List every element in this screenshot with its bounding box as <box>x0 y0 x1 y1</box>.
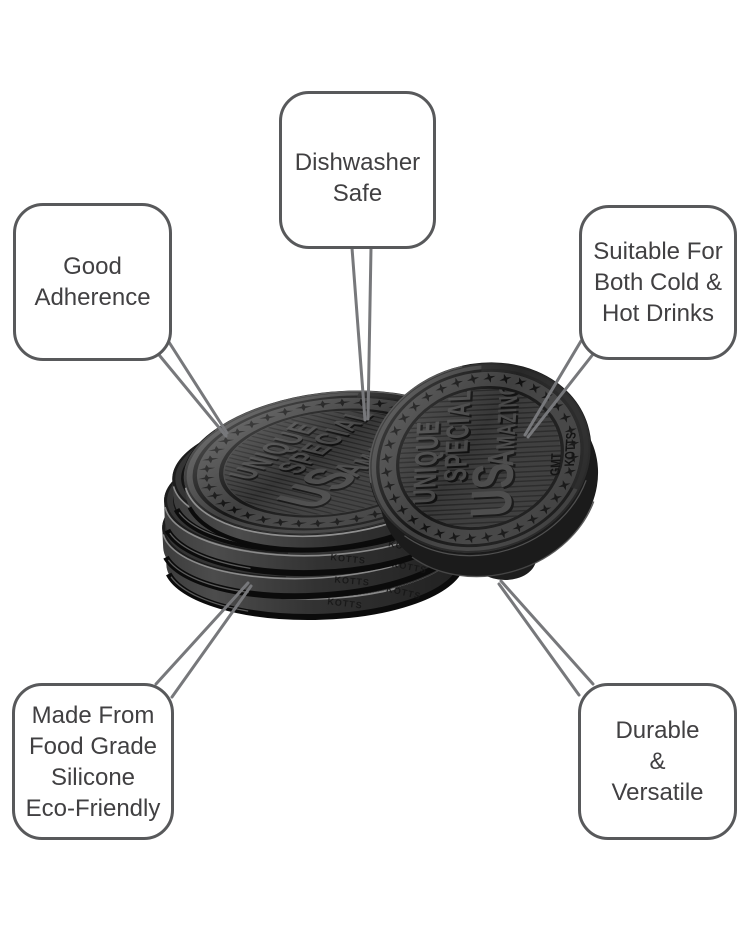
svg-text:KOTTS: KOTTS <box>561 432 579 467</box>
svg-text:KOTTS: KOTTS <box>330 552 366 566</box>
svg-text:GMT: GMT <box>547 452 564 476</box>
svg-text:KOTTS: KOTTS <box>334 575 370 588</box>
svg-text:KOTTS: KOTTS <box>327 596 363 610</box>
